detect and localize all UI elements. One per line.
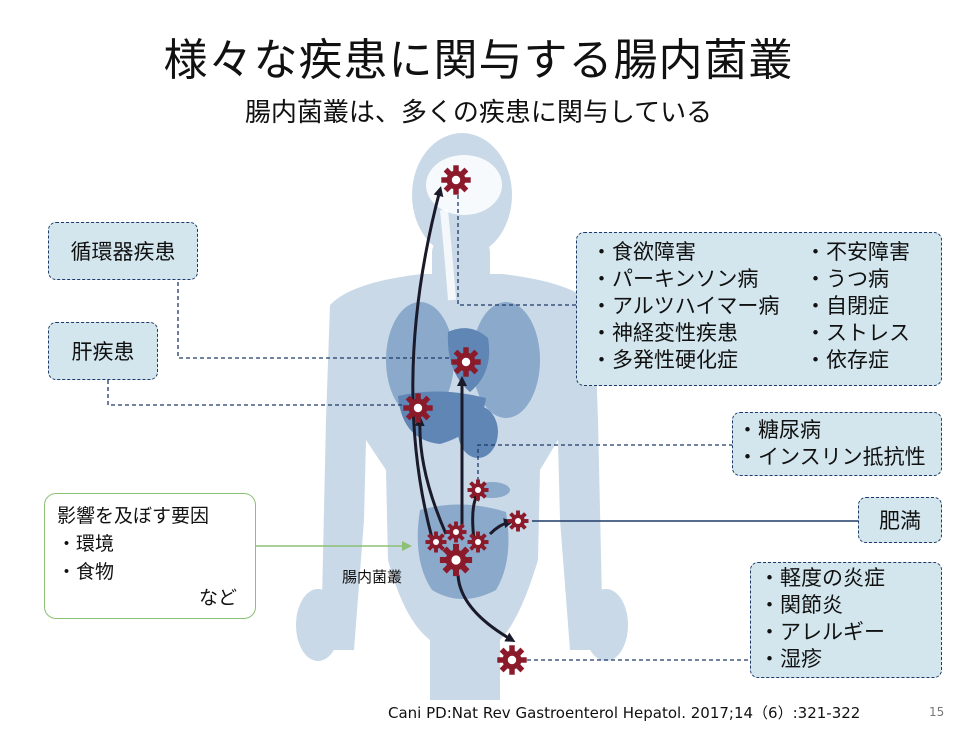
list-item: ・インスリン抵抗性 [737, 445, 926, 469]
gut-arrows [411, 186, 516, 642]
cardiovascular-box: 循環器疾患 [48, 222, 198, 280]
gut-microbiota-label: 腸内菌叢 [342, 568, 403, 586]
factors-heading: 影響を及ぼす要因 [57, 505, 210, 527]
liver-disease-box: 肝疾患 [48, 322, 158, 380]
list-item: ・ストレス [805, 321, 910, 345]
list-item: ・依存症 [805, 348, 889, 372]
factors-etc: など [198, 587, 237, 609]
page-number: 15 [929, 705, 945, 719]
right-lung-shape [472, 302, 540, 418]
spine-shape [440, 209, 456, 301]
inflammation-box: ・軽度の炎症 ・関節炎 ・アレルギー ・湿疹 [750, 562, 942, 678]
gut-main-gear-icon [439, 543, 473, 577]
list-item: ・アレルギー [759, 620, 885, 644]
citation: Cani PD:Nat Rev Gastroenterol Hepatol. 2… [388, 704, 861, 722]
gut-gear-icon [425, 531, 447, 553]
list-item: ・自閉症 [805, 294, 889, 318]
neuro-list-left: ・食欲障害 ・パーキンソン病 ・アルツハイマー病 ・神経変性疾患 ・多発性硬化症 [591, 239, 779, 374]
list-item: ・関節炎 [759, 593, 843, 617]
factors-box: 影響を及ぼす要因 ・環境 ・食物 など [44, 493, 256, 619]
fat-gear-icon [507, 510, 529, 532]
gut-gear-icon [467, 531, 489, 553]
list-item: ・パーキンソン病 [591, 267, 759, 291]
list-item: ・多発性硬化症 [591, 348, 738, 372]
brain-gear-icon [441, 165, 471, 195]
pancreas-gear-icon [467, 479, 489, 501]
list-item: ・湿疹 [759, 647, 822, 671]
neuro-box: ・食欲障害 ・パーキンソン病 ・アルツハイマー病 ・神経変性疾患 ・多発性硬化症… [576, 232, 942, 386]
neuro-list-right: ・不安障害 ・うつ病 ・自閉症 ・ストレス ・依存症 [805, 239, 910, 374]
page-subtitle: 腸内菌叢は、多くの疾患に関与している [244, 98, 713, 128]
metabolic-box: ・糖尿病 ・インスリン抵抗性 [732, 412, 942, 476]
list-item: ・不安障害 [805, 240, 910, 264]
connectors [107, 195, 750, 661]
left-lung-shape [386, 302, 454, 418]
list-item: ・軽度の炎症 [759, 566, 885, 590]
list-item: ・環境 [57, 533, 115, 555]
liver-gear-icon [403, 393, 433, 423]
page-title: 様々な疾患に関与する腸内菌叢 [163, 35, 794, 86]
list-item: ・食欲障害 [591, 240, 696, 264]
list-item: ・糖尿病 [737, 418, 821, 442]
obesity-box: 肥満 [858, 497, 942, 543]
list-item: ・うつ病 [805, 267, 889, 291]
list-item: ・食物 [57, 561, 115, 583]
list-item: ・アルツハイマー病 [591, 294, 780, 318]
gut-gear-icon [445, 521, 467, 543]
skin-gear-icon [497, 645, 527, 675]
heart-gear-icon [451, 347, 481, 377]
list-item: ・神経変性疾患 [591, 321, 738, 345]
